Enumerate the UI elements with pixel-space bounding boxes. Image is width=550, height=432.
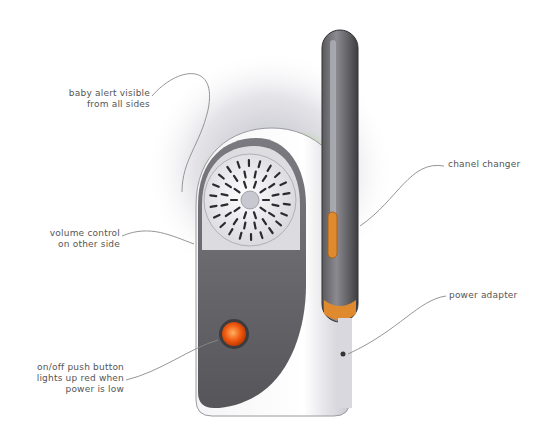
callout-label: power adapter [449, 290, 539, 301]
callout-label: volume control on other side [40, 228, 120, 250]
callout-label: on/off push button lights up red when po… [22, 362, 124, 395]
callout-label: baby alert visible from all sides [56, 88, 150, 110]
callout-label: chanel changer [448, 159, 538, 170]
